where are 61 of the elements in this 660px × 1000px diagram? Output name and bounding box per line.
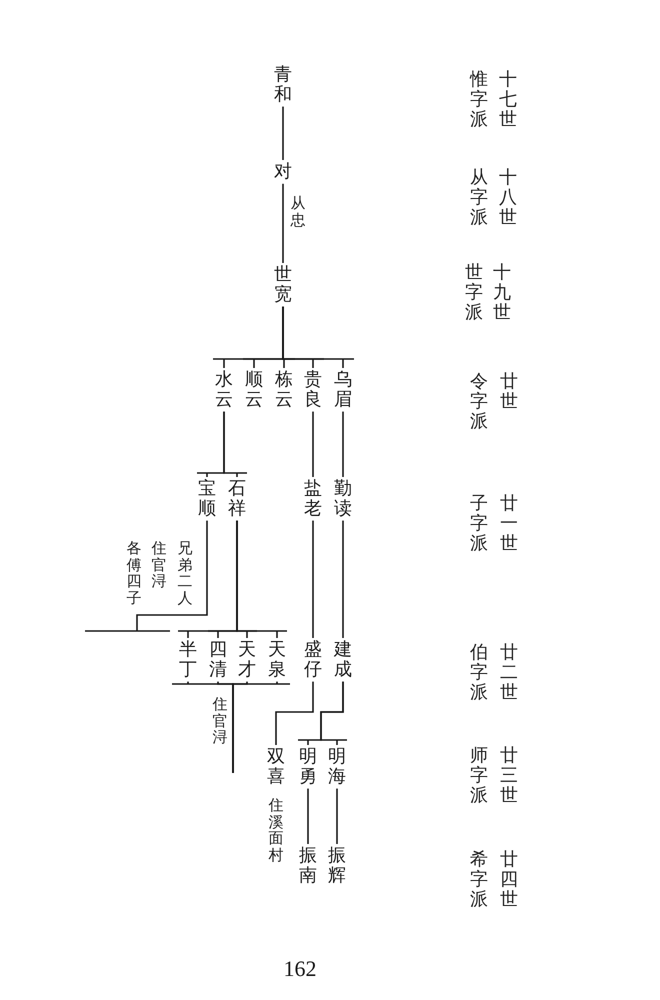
person-name: 双喜 [267, 747, 285, 787]
person-name: 石祥 [228, 479, 246, 519]
lineage-line [282, 184, 284, 263]
note-text: 兄弟二人 [178, 540, 192, 606]
generation-name-label: 令字派 [470, 372, 488, 432]
generation-name-label: 师字派 [470, 746, 488, 806]
generation-name-label: 希字派 [470, 850, 488, 910]
person-name: 勤读 [334, 479, 352, 519]
person-name: 明海 [328, 747, 346, 787]
generation-number-label: 廿四世 [500, 850, 518, 910]
person-name: 振南 [299, 846, 317, 886]
lineage-line [84, 520, 208, 632]
lineage-line [223, 410, 248, 478]
note-text: 各傅四子 [126, 540, 142, 606]
person-name: 栋云 [275, 370, 293, 410]
person-name: 四清 [209, 640, 227, 680]
lineage-line [282, 106, 284, 160]
lineage-line [307, 788, 309, 844]
lineage-line [275, 682, 314, 745]
person-name: 青和 [274, 65, 292, 105]
person-name: 贵良 [304, 370, 322, 410]
person-name: 振辉 [328, 846, 346, 886]
person-name: 盐老 [304, 479, 322, 519]
person-name: 水云 [215, 370, 233, 410]
page-number: 162 [284, 958, 316, 980]
note-text: 住溪面村 [268, 797, 284, 863]
generation-name-label: 惟字派 [470, 70, 488, 130]
lineage-line [312, 412, 314, 477]
note-text: 从忠 [290, 195, 306, 228]
generation-number-label: 十九世 [493, 263, 511, 322]
generation-name-label: 世字派 [465, 263, 483, 322]
generation-name-label: 从字派 [470, 168, 488, 228]
person-name: 乌眉 [334, 370, 352, 410]
generation-number-label: 廿三世 [500, 746, 518, 806]
generation-name-label: 子字派 [470, 494, 488, 554]
generation-name-label: 伯字派 [470, 643, 488, 702]
lineage-line [312, 520, 314, 638]
lineage-line [236, 520, 288, 639]
person-name: 对 [274, 162, 292, 182]
person-name: 明勇 [299, 747, 317, 787]
lineage-line [342, 412, 344, 477]
lineage-line [232, 680, 291, 774]
lineage-line [282, 306, 355, 369]
person-name: 半丁 [179, 640, 197, 680]
lineage-line [320, 680, 348, 746]
note-text: 住官浔 [212, 696, 228, 746]
person-name: 顺云 [245, 370, 263, 410]
person-name: 天才 [238, 640, 256, 680]
person-name: 建成 [334, 640, 352, 680]
lineage-line [336, 788, 338, 844]
generation-number-label: 十七世 [499, 70, 517, 130]
generation-number-label: 廿世 [500, 372, 518, 412]
person-name: 宝顺 [198, 479, 216, 519]
generation-number-label: 廿一世 [500, 494, 518, 554]
generation-number-label: 廿二世 [500, 643, 518, 702]
person-name: 天泉 [268, 640, 286, 680]
generation-number-label: 十八世 [499, 168, 517, 228]
lineage-line [342, 520, 344, 638]
person-name: 世宽 [274, 265, 292, 305]
person-name: 盛仔 [304, 640, 322, 680]
note-text: 住官浔 [152, 540, 166, 590]
